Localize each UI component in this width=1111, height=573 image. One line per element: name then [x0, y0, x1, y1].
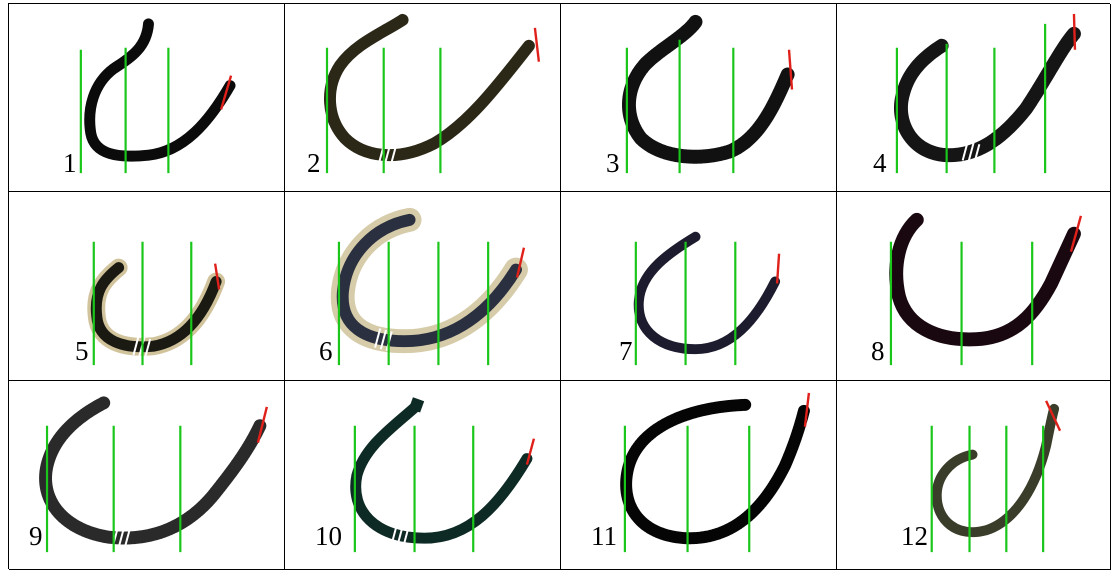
panel-number: 9: [29, 523, 43, 550]
brush-stroke: [330, 20, 529, 155]
brush-stroke: [90, 24, 230, 156]
brush-stroke: [629, 22, 788, 157]
stroke-panel: 6: [285, 192, 561, 381]
stroke-panel: 9: [9, 381, 285, 570]
stroke-drawing: [561, 4, 836, 191]
stroke-drawing: [285, 4, 560, 191]
panel-number: 12: [901, 523, 928, 550]
panel-number: 10: [315, 523, 342, 550]
stroke-panel: 12: [837, 381, 1111, 570]
brush-stroke: [639, 237, 775, 349]
brush-stroke: [937, 409, 1054, 532]
stroke-panel: 10: [285, 381, 561, 570]
stroke-figure-grid: 1 2 3 4: [8, 3, 1110, 569]
brush-stroke: [896, 220, 1074, 340]
panel-number: 4: [873, 150, 887, 177]
panel-number: 5: [75, 338, 89, 365]
stroke-panel: 2: [285, 4, 561, 192]
stroke-panel: 7: [561, 192, 837, 381]
stroke-drawing: [9, 381, 284, 569]
panel-number: 11: [591, 523, 617, 550]
panel-number: 7: [619, 338, 633, 365]
brush-stroke: [626, 405, 804, 538]
stroke-drawing: [9, 192, 284, 380]
panel-number: 1: [63, 150, 77, 177]
stroke-drawing: [837, 381, 1110, 569]
brush-stroke: [46, 403, 260, 538]
stroke-drawing: [561, 192, 836, 380]
brush-stroke: [356, 406, 527, 538]
brush-stroke: [901, 34, 1074, 155]
stroke-panel: 8: [837, 192, 1111, 381]
stroke-panel: 11: [561, 381, 837, 570]
end-mark: [535, 28, 539, 62]
panel-number: 8: [871, 338, 885, 365]
stroke-panel: 1: [9, 4, 285, 192]
stroke-panel: 5: [9, 192, 285, 381]
panel-number: 2: [307, 150, 321, 177]
panel-number: 6: [319, 338, 333, 365]
stroke-drawing: [9, 4, 284, 191]
stroke-panel: 3: [561, 4, 837, 192]
panel-number: 3: [606, 150, 620, 177]
end-mark: [1074, 14, 1075, 50]
stroke-panel: 4: [837, 4, 1111, 192]
